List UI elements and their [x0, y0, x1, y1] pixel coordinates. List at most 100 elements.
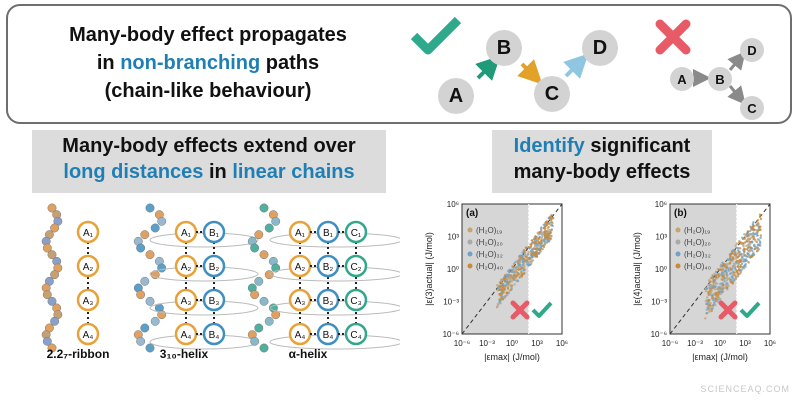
data-point — [704, 317, 707, 320]
data-point — [735, 246, 738, 250]
structure-label-310-helix: 3₁₀-helix — [159, 347, 209, 361]
data-point — [734, 268, 738, 271]
data-point — [534, 241, 538, 244]
data-point — [498, 298, 501, 301]
x-tick-label: 10⁻³ — [687, 339, 703, 348]
data-point — [749, 232, 753, 236]
branch-node-d: D — [740, 38, 764, 62]
data-point — [732, 249, 736, 252]
right-title-line-1: Identify significant — [492, 133, 712, 159]
data-point — [705, 311, 709, 315]
data-point — [712, 304, 715, 307]
molecule-atom — [47, 203, 57, 213]
data-point — [707, 298, 710, 302]
data-point — [513, 283, 516, 286]
data-point — [758, 244, 762, 247]
data-point — [541, 248, 544, 251]
data-point — [500, 295, 503, 299]
data-point — [512, 268, 516, 271]
data-point — [500, 288, 504, 292]
data-point — [752, 221, 755, 224]
data-point — [747, 252, 750, 256]
chain-residue-label: B₃ — [209, 296, 220, 307]
molecule-atom — [47, 250, 57, 260]
data-point — [759, 228, 762, 231]
legend-label: (H₂O)₁₉ — [476, 226, 502, 235]
data-point — [708, 303, 712, 307]
data-point — [709, 306, 712, 309]
check-icon — [410, 16, 462, 55]
chain-residue-circle — [202, 288, 226, 312]
chain-node-a: A — [438, 78, 474, 114]
data-point — [752, 253, 756, 256]
data-point — [705, 296, 709, 299]
data-point — [538, 236, 541, 240]
data-point — [520, 256, 523, 260]
chain-residue-circle — [202, 220, 226, 244]
molecule-atom — [271, 216, 281, 226]
data-point — [527, 251, 530, 254]
data-point — [732, 252, 735, 255]
data-point — [746, 260, 750, 264]
data-point — [519, 267, 523, 270]
data-point — [496, 283, 499, 287]
data-point — [714, 294, 717, 297]
y-tick-label: 10⁻³ — [443, 298, 459, 307]
chain-residue-label: B₄ — [209, 330, 220, 341]
x-axis-label: |εmax| (J/mol) — [692, 352, 748, 362]
data-point — [530, 243, 533, 246]
data-point — [721, 283, 725, 286]
data-point — [543, 227, 546, 230]
data-point — [742, 245, 745, 248]
data-point — [757, 238, 761, 242]
data-point — [502, 277, 506, 280]
chain-residue-label: A₄ — [181, 330, 192, 341]
right-title-rest: significant — [584, 135, 691, 157]
data-point — [741, 242, 745, 245]
data-point — [748, 245, 751, 249]
data-point — [741, 266, 745, 269]
data-point — [518, 276, 521, 279]
data-point — [507, 275, 510, 279]
x-tick-label: 10⁶ — [764, 339, 776, 348]
data-point — [716, 300, 719, 304]
data-point — [509, 288, 513, 292]
data-point — [755, 219, 759, 223]
molecule-atom — [150, 223, 160, 233]
data-point — [546, 235, 549, 238]
data-point — [723, 262, 726, 266]
data-point — [718, 274, 721, 278]
data-point — [725, 286, 728, 289]
data-point — [523, 271, 526, 275]
data-point — [707, 293, 710, 297]
molecule-atom — [136, 336, 146, 346]
data-point — [520, 274, 523, 277]
y-axis-label: |ε(4)actual| (J/mol) — [632, 232, 642, 306]
data-point — [729, 272, 732, 275]
data-point — [719, 268, 722, 271]
molecule-atom — [50, 270, 60, 280]
data-point — [704, 290, 708, 293]
data-point — [746, 230, 749, 233]
molecule-atom — [47, 296, 57, 306]
chain-residue-circle — [344, 288, 368, 312]
data-point — [547, 225, 550, 229]
data-point — [746, 255, 749, 258]
data-point — [743, 250, 746, 253]
data-point — [551, 221, 554, 225]
legend-marker — [675, 239, 681, 245]
data-point — [717, 290, 721, 294]
data-point — [734, 244, 737, 247]
data-point — [712, 284, 715, 287]
data-point — [505, 291, 509, 294]
molecule-atom — [250, 243, 260, 253]
data-point — [527, 263, 530, 267]
data-point — [759, 236, 762, 240]
molecule-atom — [250, 336, 260, 346]
y-tick-label: 10³ — [655, 233, 667, 242]
chain-node-b: B — [486, 30, 522, 66]
data-point — [503, 286, 507, 290]
molecule-atom — [157, 263, 167, 273]
data-point — [538, 230, 541, 234]
